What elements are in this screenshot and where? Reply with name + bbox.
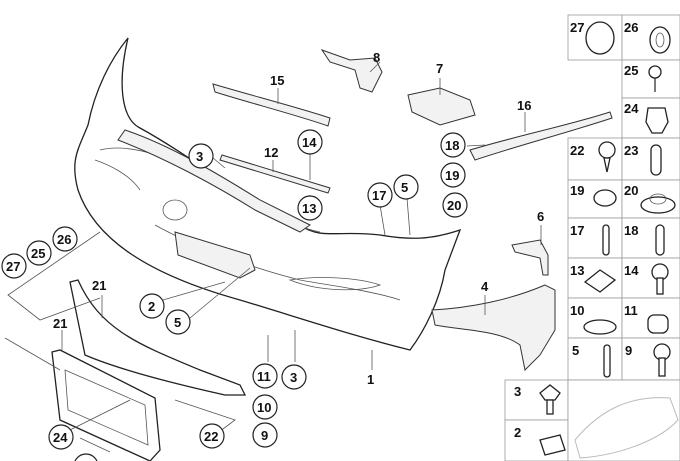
- callout-25: 25: [31, 246, 45, 261]
- grid-label-26: 26: [624, 20, 638, 35]
- callout-15: 15: [270, 73, 284, 88]
- grid-label-25: 25: [624, 63, 638, 78]
- bracket-8: [320, 49, 383, 93]
- bracket-6: [511, 239, 549, 276]
- grid-label-14: 14: [624, 263, 639, 278]
- grille-trim: [117, 129, 311, 233]
- callout-1: 1: [367, 372, 374, 387]
- grid-label-10: 10: [570, 303, 584, 318]
- callout-11: 11: [257, 369, 271, 384]
- parts-grid: [504, 14, 680, 461]
- callout-21: 21: [92, 278, 106, 293]
- grid-label-27: 27: [570, 20, 584, 35]
- grid-label-13: 13: [570, 263, 584, 278]
- grid-label-9: 9: [625, 343, 632, 358]
- callout-21-frame: 21: [53, 316, 67, 331]
- callout-19: 19: [445, 168, 459, 183]
- grid-label-18: 18: [624, 223, 638, 238]
- callout-22: 22: [204, 429, 218, 444]
- callout-14: 14: [302, 135, 317, 150]
- trim-strip-15: [212, 83, 331, 127]
- grid-label-17: 17: [570, 223, 584, 238]
- callout-13: 13: [302, 201, 316, 216]
- grid-label-22: 22: [570, 143, 584, 158]
- callout-4: 4: [481, 279, 489, 294]
- callout-5: 5: [401, 180, 408, 195]
- callout-8: 8: [373, 50, 380, 65]
- callout-3: 3: [196, 149, 203, 164]
- callout-24: 24: [53, 430, 68, 445]
- grid-label-19: 19: [570, 183, 584, 198]
- grid-label-24: 24: [624, 101, 639, 116]
- callout-26: 26: [57, 232, 71, 247]
- callout-18: 18: [445, 138, 459, 153]
- license-plate-frame: [51, 349, 161, 461]
- car-thumbnail: [574, 397, 679, 459]
- grid-label-20: 20: [624, 183, 638, 198]
- callout-22-bottom: 22: [78, 459, 92, 461]
- callout-7: 7: [436, 61, 443, 76]
- grid-label-2: 2: [514, 425, 521, 440]
- callout-16: 16: [517, 98, 531, 113]
- callout-17: 17: [372, 188, 386, 203]
- bracket-7: [407, 87, 476, 126]
- callout-20: 20: [447, 198, 461, 213]
- grid-label-11: 11: [624, 303, 638, 318]
- trim-strip-12: [219, 154, 331, 194]
- callouts: 15 8 7 16 12 3 14 13 18 19 20 17 5 6 26 …: [1, 20, 639, 461]
- callout-9: 9: [261, 428, 268, 443]
- side-bracket-4: [431, 284, 556, 372]
- callout-10: 10: [257, 400, 271, 415]
- callout-27: 27: [6, 259, 20, 274]
- grid-label-23: 23: [624, 143, 638, 158]
- grid-label-5: 5: [572, 343, 579, 358]
- grid-label-3: 3: [514, 384, 521, 399]
- callout-6: 6: [537, 209, 544, 224]
- callout-12: 12: [264, 145, 278, 160]
- callout-3-lower: 3: [290, 370, 297, 385]
- callout-5-lower: 5: [174, 315, 181, 330]
- callout-2: 2: [148, 299, 155, 314]
- carrier-16: [469, 111, 613, 161]
